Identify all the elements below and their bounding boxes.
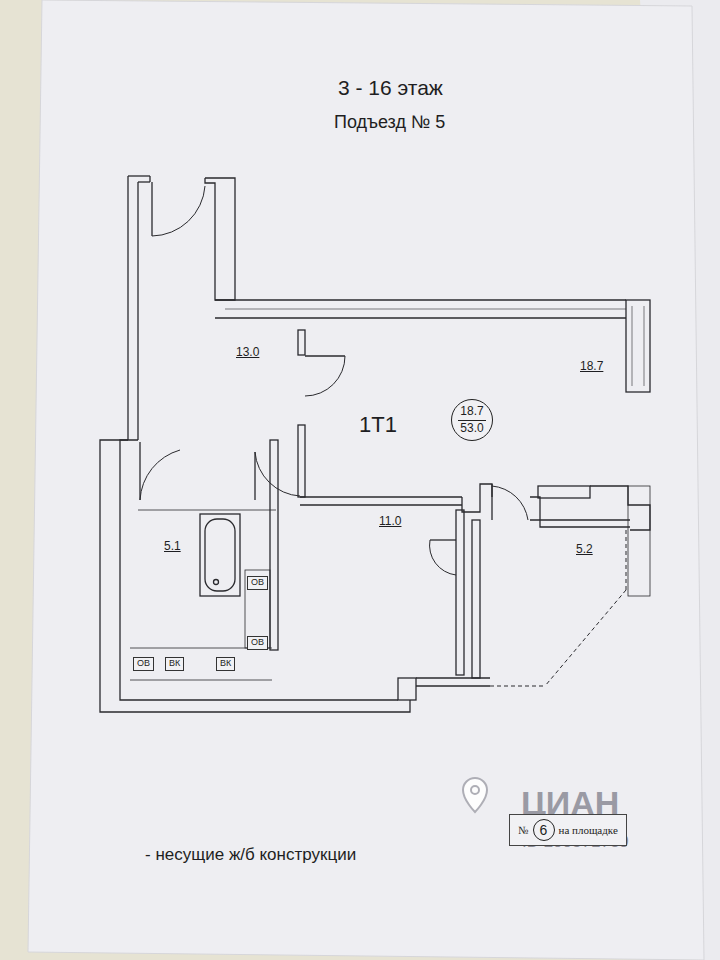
node-text: ОВ <box>251 577 264 587</box>
plan-label: - несущие ж/б конструкции <box>145 845 356 865</box>
node-text: ВК <box>220 658 231 668</box>
watermark-pin <box>463 778 487 812</box>
plan-label: 18.7 <box>580 359 603 373</box>
shaft-box: ОВ <box>133 657 154 671</box>
plan-label: Подъезд № 5 <box>334 112 445 133</box>
node-text: 53.0 <box>460 421 483 435</box>
node-text: № <box>518 824 529 836</box>
node-text: 6 <box>540 822 548 838</box>
plan-label: 5.2 <box>576 542 593 556</box>
area-circle: 18.753.0 <box>451 399 493 441</box>
node-text: на площадке <box>559 824 618 836</box>
plan-title: 3 - 16 этаж <box>338 76 443 100</box>
plan-label: 1T1 <box>359 412 397 438</box>
plan-label: 13.0 <box>236 345 259 359</box>
node-text: ОВ <box>137 658 150 668</box>
shaft-box: ОВ <box>247 576 268 590</box>
plan-label: 5.1 <box>164 539 181 553</box>
shaft-box: ВК <box>216 657 235 671</box>
balcony-edge <box>490 530 626 686</box>
walls <box>100 176 650 712</box>
number-circle: 6 <box>533 819 555 841</box>
shaft-box: ВК <box>165 657 184 671</box>
node-text: ВК <box>169 658 180 668</box>
paper-sheet <box>28 0 704 960</box>
plan-label: 11.0 <box>379 514 401 528</box>
node-text: ОВ <box>251 637 264 647</box>
shaft-box: ОВ <box>247 636 268 650</box>
node-text: 18.7 <box>458 405 485 420</box>
number-stamp: № 6 на площадке <box>509 814 627 846</box>
